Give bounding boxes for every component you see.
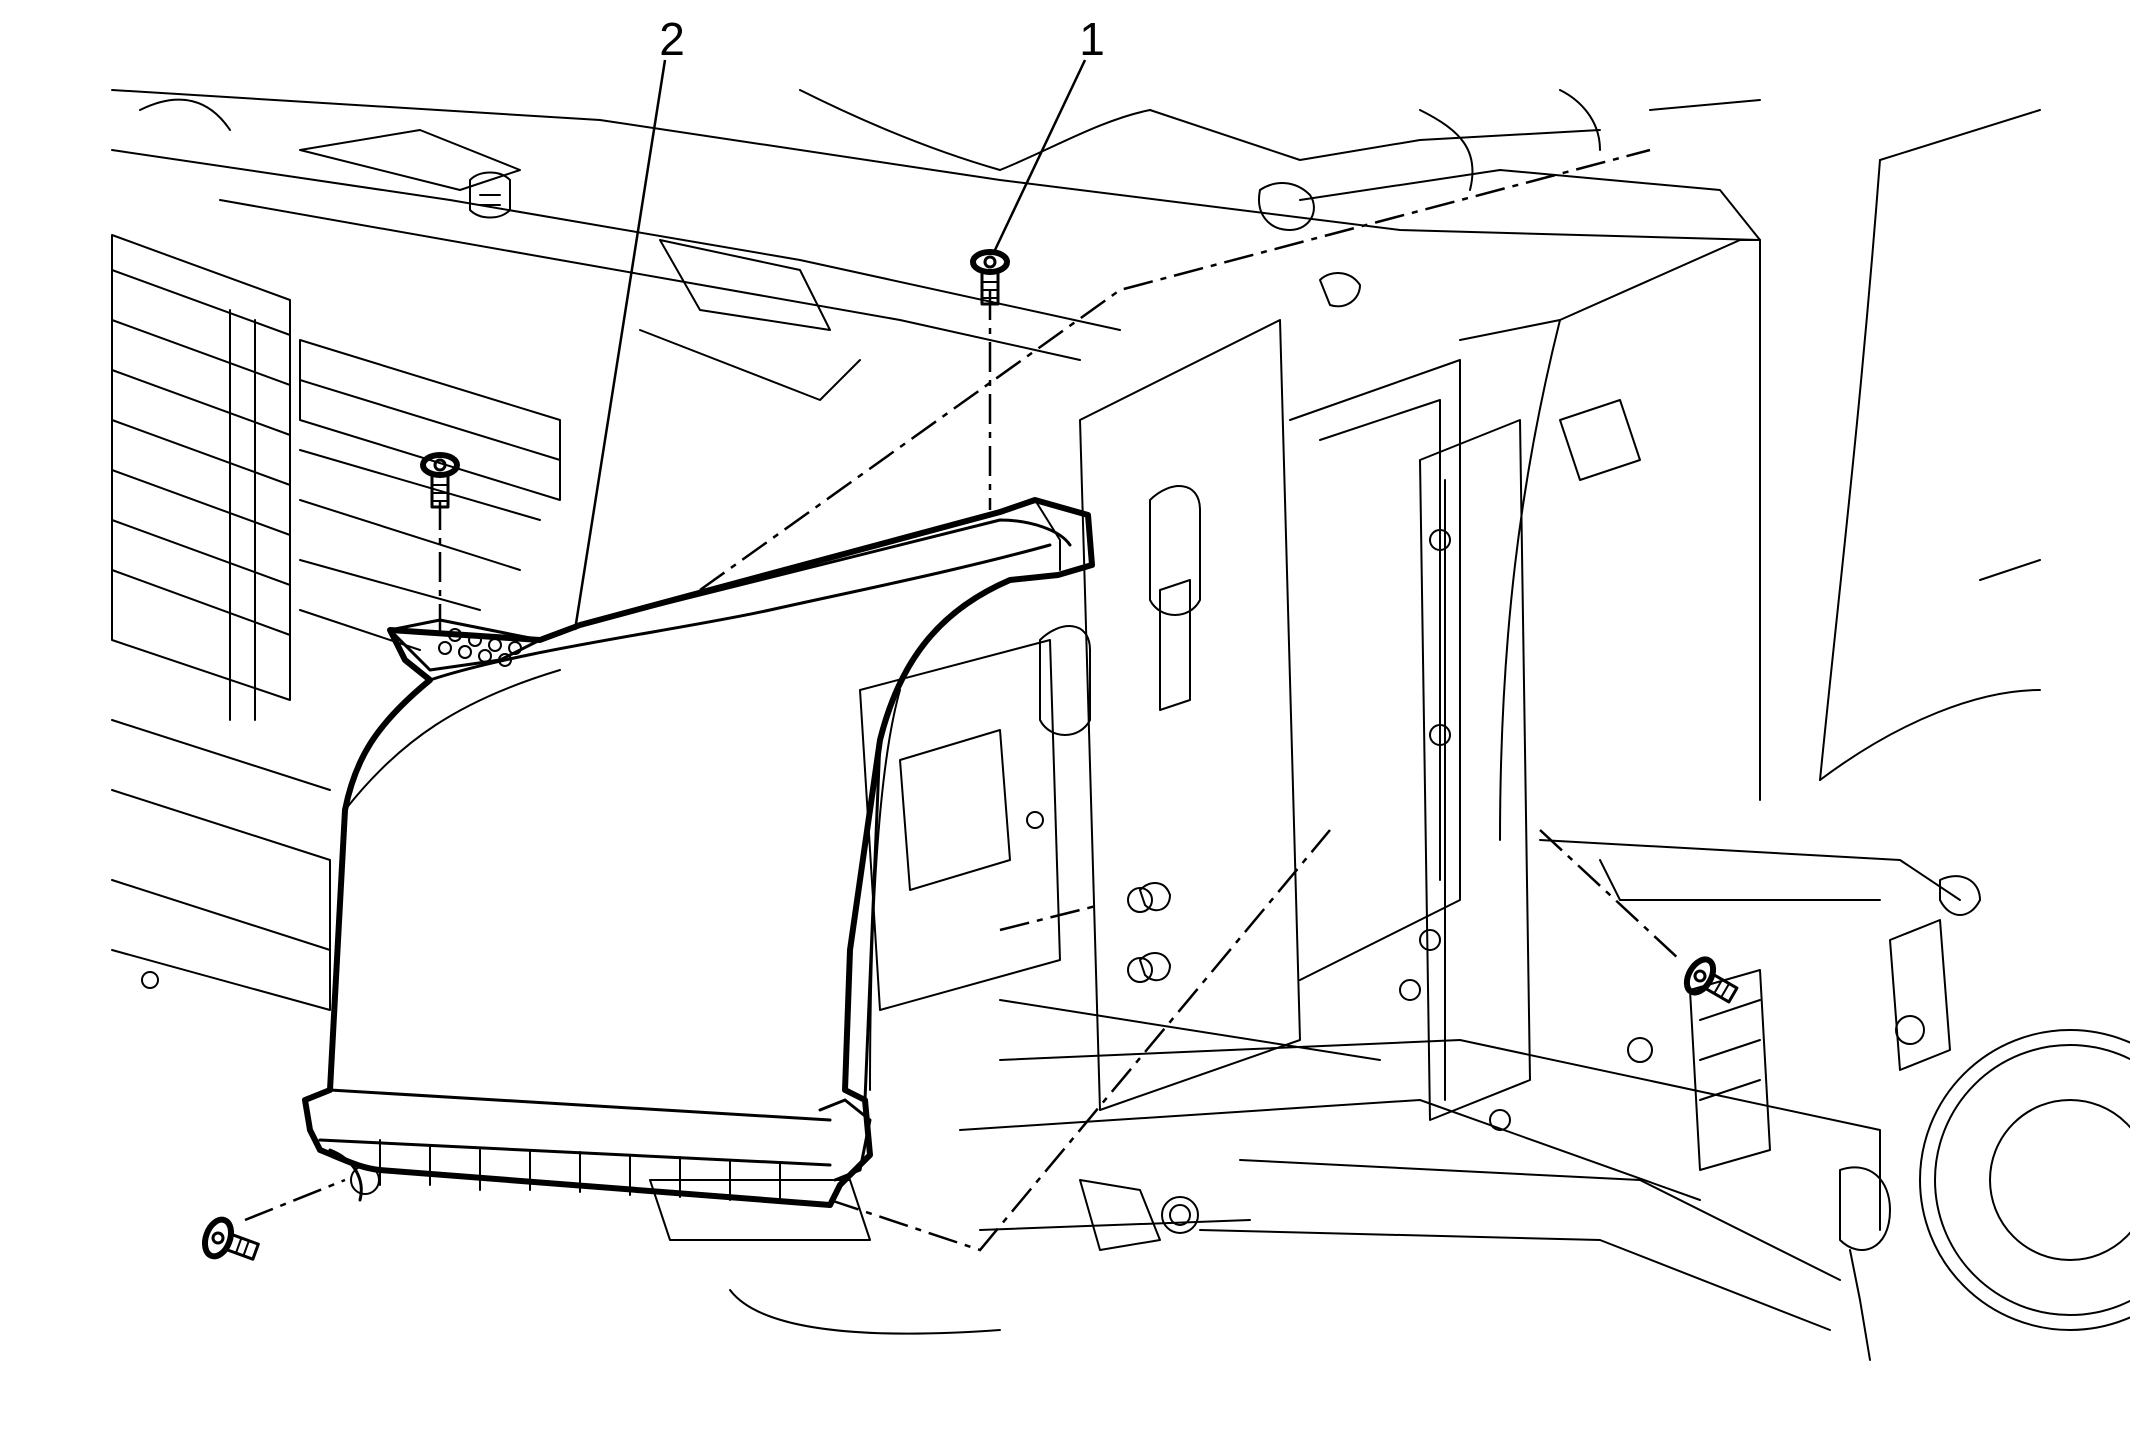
bolt-icon: [420, 452, 460, 509]
lower-bumper-beam: [111, 719, 1251, 1335]
center-support-pillar: [1039, 319, 1461, 1111]
bolt-icon: [1683, 956, 1739, 1004]
callout-leaders: [573, 59, 1087, 631]
bolt-icon: [201, 1216, 260, 1261]
callout-1-leader: [993, 59, 1087, 251]
upper-tie-bar: [111, 89, 1761, 401]
right-fender-panel: [1459, 109, 2041, 841]
fascia-bracket-icon: [302, 497, 1095, 1208]
callout-2-leader: [573, 59, 667, 631]
callout-2-label: 2: [659, 13, 685, 65]
lower-suspension: [959, 839, 2130, 1361]
callout-1-label: 1: [1079, 13, 1105, 65]
radiator-louvres: [111, 234, 561, 721]
inner-headlamp-support: [859, 639, 1381, 1061]
vehicle-background-structure: [111, 89, 2130, 1361]
right-vertical-bracket: [1399, 419, 1531, 1131]
bolt-icon: [970, 249, 1010, 306]
installation-lines: [244, 148, 1681, 1252]
mounting-pad-texture: [388, 618, 542, 672]
